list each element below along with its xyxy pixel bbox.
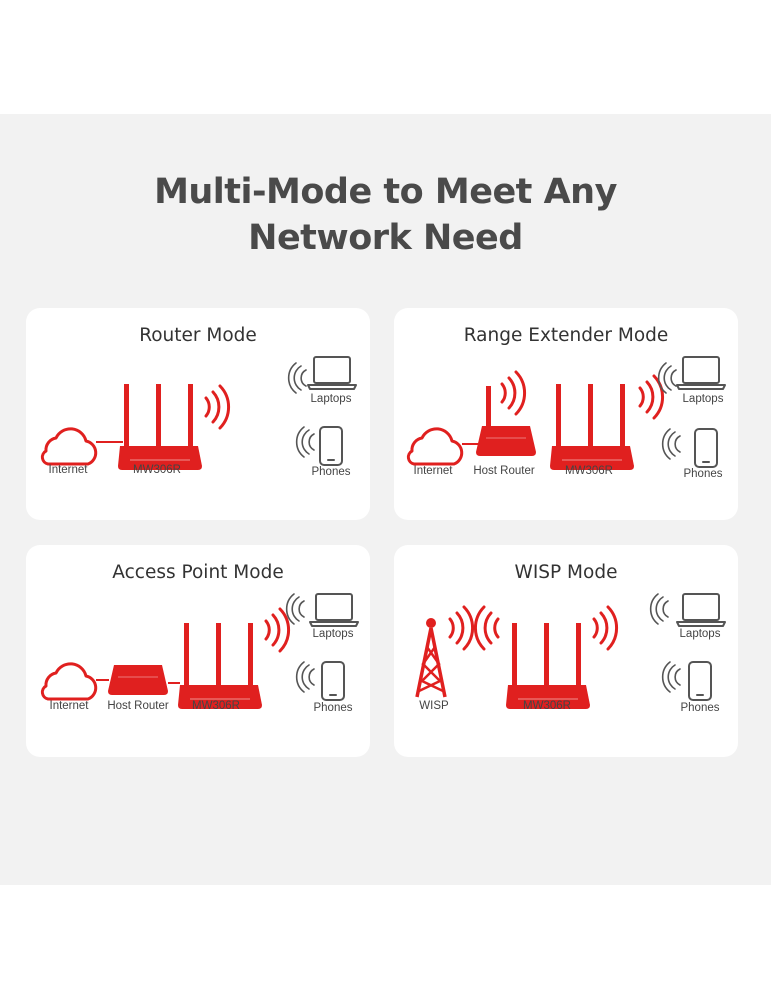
- wisp-mode-card: WISP Mode: [394, 545, 738, 757]
- laptop-icon: [309, 593, 359, 627]
- card-title: WISP Mode: [514, 562, 618, 583]
- internet-label: Internet: [48, 464, 88, 476]
- wifi-signal-icon: [592, 605, 619, 651]
- wifi-small-icon: [661, 661, 681, 693]
- router-icon: [550, 384, 634, 470]
- laptops-label: Laptops: [310, 393, 352, 405]
- phone-icon: [321, 661, 345, 701]
- phone-icon: [319, 426, 343, 466]
- tower-icon: [415, 618, 447, 698]
- router-icon: [506, 623, 590, 709]
- headline-line-2: Network Need: [248, 218, 523, 258]
- device-label: MW306R: [523, 700, 571, 712]
- host-router-icon: [476, 386, 536, 456]
- host-router-label: Host Router: [107, 700, 169, 712]
- wifi-signal-icon: [448, 605, 475, 651]
- card-title: Router Mode: [139, 325, 257, 346]
- wifi-signal-icon: [500, 370, 527, 416]
- wisp-label: WISP: [419, 700, 449, 712]
- phones-label: Phones: [311, 466, 351, 478]
- router-mode-card: Router Mode: [26, 308, 370, 520]
- wifi-small-icon: [285, 593, 305, 625]
- wifi-signal-icon: [264, 607, 291, 653]
- cloud-icon: [40, 427, 98, 466]
- wifi-small-icon: [295, 426, 315, 458]
- device-label: MW306R: [192, 700, 240, 712]
- card-title: Access Point Mode: [112, 562, 284, 583]
- phones-label: Phones: [313, 702, 353, 714]
- laptop-icon: [676, 593, 726, 627]
- access-point-mode-card: Access Point Mode: [26, 545, 370, 757]
- laptops-label: Laptops: [312, 628, 354, 640]
- phone-icon: [688, 661, 712, 701]
- wifi-small-icon: [649, 593, 669, 625]
- card-title: Range Extender Mode: [463, 325, 669, 346]
- phone-icon: [694, 428, 718, 468]
- laptops-label: Laptops: [679, 628, 721, 640]
- cloud-icon: [40, 662, 98, 701]
- device-label: MW306R: [133, 464, 181, 476]
- router-icon: [178, 623, 262, 709]
- range-extender-mode-diagram: [406, 356, 726, 470]
- access-point-mode-diagram: [40, 593, 359, 709]
- device-label: MW306R: [565, 465, 613, 477]
- laptop-icon: [307, 356, 357, 390]
- host-router-icon: [108, 665, 168, 695]
- wifi-signal-icon: [204, 384, 231, 430]
- phones-label: Phones: [683, 468, 723, 480]
- phones-label: Phones: [680, 702, 720, 714]
- wifi-signal-left-icon: [473, 605, 500, 651]
- wifi-small-icon: [661, 428, 681, 460]
- wisp-mode-diagram: [415, 593, 726, 709]
- wifi-signal-icon: [638, 374, 665, 420]
- internet-label: Internet: [49, 700, 89, 712]
- router-mode-diagram: [40, 356, 357, 470]
- wifi-small-icon: [657, 362, 677, 394]
- internet-label: Internet: [413, 465, 453, 477]
- headline-line-1: Multi-Mode to Meet Any: [154, 172, 617, 212]
- cloud-icon: [406, 427, 464, 466]
- router-icon: [118, 384, 202, 470]
- wifi-small-icon: [295, 661, 315, 693]
- laptops-label: Laptops: [682, 393, 724, 405]
- host-router-label: Host Router: [473, 465, 535, 477]
- range-extender-mode-card: Range Extender Mode: [394, 308, 738, 520]
- wifi-small-icon: [287, 362, 307, 394]
- laptop-icon: [676, 356, 726, 390]
